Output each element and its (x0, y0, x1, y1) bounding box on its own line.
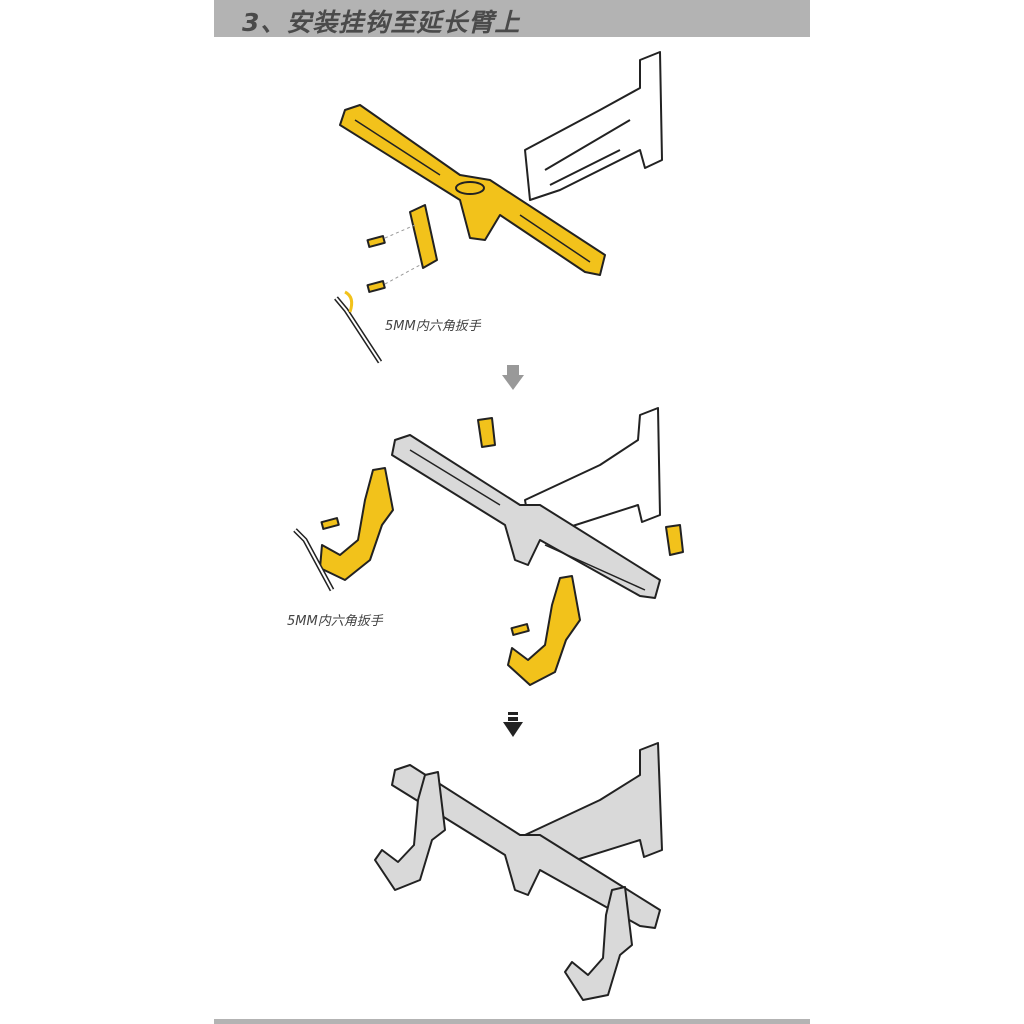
clamp-plate-step1 (409, 204, 438, 269)
hex-wrench-icon (293, 528, 335, 592)
down-arrow-icon (502, 365, 524, 390)
section-title: 3、安装挂钩至延长臂上 (242, 8, 521, 37)
section-header: 3、安装挂钩至延长臂上 (214, 0, 810, 37)
bolt-icon (366, 235, 386, 293)
hook-step2-left (319, 467, 394, 581)
extension-arm-step2 (391, 434, 661, 599)
extension-arm-step1 (339, 104, 606, 276)
rotate-arrow-icon (344, 290, 354, 313)
hook-step2-right (507, 575, 581, 686)
bolt-icon (320, 517, 530, 636)
wall-bracket-step1 (524, 51, 663, 201)
footer-divider (214, 1019, 810, 1024)
tool-label-step1: 5MM内六角扳手 (385, 319, 481, 334)
down-arrow-icon (503, 712, 523, 737)
final-assembly (374, 742, 663, 1001)
hex-wrench-icon (334, 296, 383, 364)
tool-label-step2: 5MM内六角扳手 (287, 614, 383, 629)
nut-plate (477, 417, 684, 556)
